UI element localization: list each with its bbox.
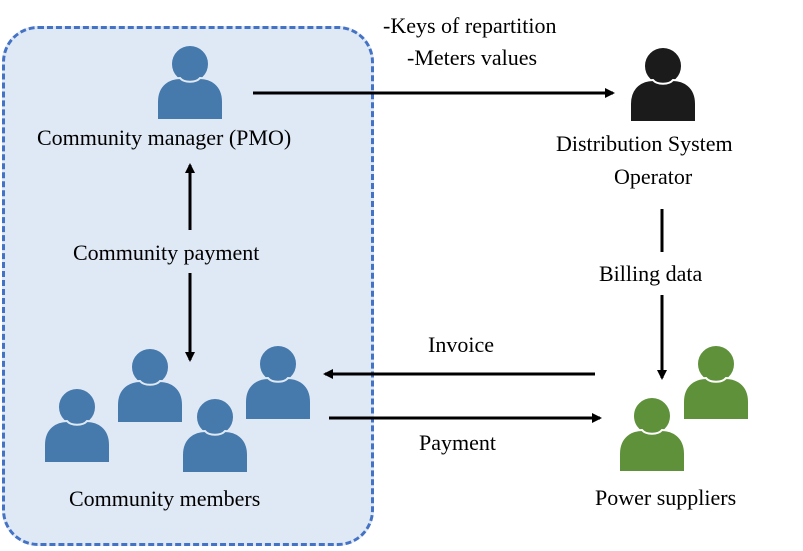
power-supplier-icon [682, 344, 750, 421]
edge-label-keys: -Keys of repartition [383, 13, 557, 38]
community-members-label: Community members [69, 486, 261, 511]
dso-label-line1: Distribution System [556, 131, 733, 156]
edge-label-billing-data: Billing data [599, 261, 703, 286]
edge-label-payment: Payment [419, 430, 496, 455]
edge-label-meters: -Meters values [407, 45, 538, 70]
edge-label-community-payment: Community payment [73, 240, 260, 265]
community-manager-label: Community manager (PMO) [37, 125, 292, 150]
community-member-icon [116, 347, 184, 424]
community-member-icon [244, 344, 312, 421]
community-member-icon [43, 387, 111, 464]
dso-label-line2: Operator [614, 164, 693, 189]
community-manager-icon [156, 44, 224, 121]
power-suppliers-label: Power suppliers [595, 485, 737, 510]
community-member-icon [181, 397, 249, 474]
power-supplier-icon [618, 396, 686, 473]
edge-label-invoice: Invoice [428, 332, 494, 357]
dso-icon [629, 46, 697, 123]
